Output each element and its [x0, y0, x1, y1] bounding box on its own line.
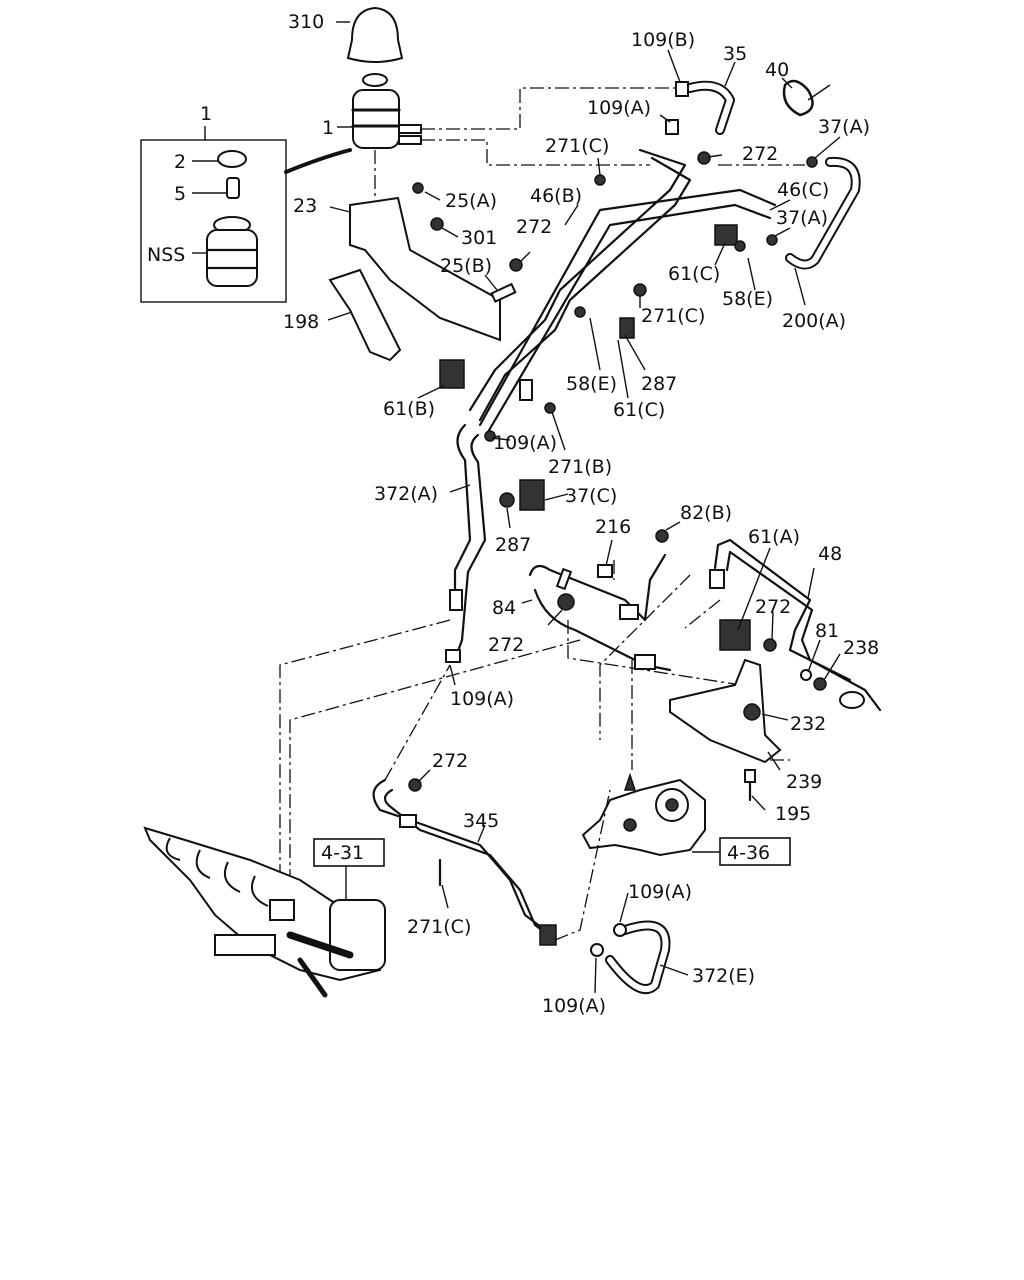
label-1-inset: 1: [200, 103, 212, 125]
label-61b: 61(B): [383, 398, 435, 420]
label-272-right: 272: [755, 596, 791, 618]
label-195: 195: [775, 803, 811, 825]
reservoir-bracket: [327, 182, 517, 362]
label-25a: 25(A): [445, 190, 497, 212]
ref-box-4-36: [719, 837, 791, 866]
label-271c-upper: 271(C): [545, 135, 609, 157]
lower-lines: [372, 664, 671, 994]
leader-lines: [417, 49, 841, 994]
label-61c-upper: 61(C): [668, 263, 720, 285]
label-272-low: 272: [432, 750, 468, 772]
label-216: 216: [595, 516, 631, 538]
reservoir-inset: [140, 126, 352, 303]
middle-lines: [528, 529, 882, 760]
label-40: 40: [765, 59, 789, 81]
label-37c: 37(C): [565, 485, 617, 507]
ref-box-4-31: [313, 838, 385, 867]
upper-lines: [421, 79, 861, 442]
label-nss: NSS: [147, 244, 185, 266]
reference-boxes: [313, 837, 791, 867]
label-272-left: 272: [488, 634, 524, 656]
label-84: 84: [492, 597, 516, 619]
label-109a-lower: 109(A): [450, 688, 514, 710]
steering-gear: [143, 826, 386, 998]
label-2: 2: [174, 151, 186, 173]
label-301: 301: [461, 227, 497, 249]
label-345: 345: [463, 810, 499, 832]
part-labels: 310 109(B) 35 40 1 1 109(A) 37(A) 2 271(…: [147, 11, 879, 1017]
label-109b: 109(B): [631, 29, 695, 51]
label-232: 232: [790, 713, 826, 735]
label-272-mid: 272: [516, 216, 552, 238]
label-37a-upper: 37(A): [818, 116, 870, 138]
label-4-36: 4-36: [727, 842, 770, 864]
label-198: 198: [283, 311, 319, 333]
label-46c: 46(C): [777, 179, 829, 201]
label-1-reservoir: 1: [322, 117, 334, 139]
label-271c-lower: 271(C): [407, 916, 471, 938]
label-58e-lower: 58(E): [566, 373, 617, 395]
label-109a-bottom: 109(A): [542, 995, 606, 1017]
label-310: 310: [288, 11, 324, 33]
label-81: 81: [815, 620, 839, 642]
label-109a-pump: 109(A): [628, 881, 692, 903]
label-82b: 82(B): [680, 502, 732, 524]
label-25b: 25(B): [440, 255, 492, 277]
label-200a: 200(A): [782, 310, 846, 332]
label-35: 35: [723, 43, 747, 65]
label-271b: 271(B): [548, 456, 612, 478]
label-4-31: 4-31: [321, 842, 364, 864]
label-109a-upper: 109(A): [587, 97, 651, 119]
pipe-372a: [279, 423, 581, 905]
label-48: 48: [818, 543, 842, 565]
label-61a: 61(A): [748, 526, 800, 548]
label-238: 238: [843, 637, 879, 659]
label-46b: 46(B): [530, 185, 582, 207]
label-37a-mid: 37(A): [776, 207, 828, 229]
reservoir-assembly: [336, 6, 422, 200]
label-109a-mid: 109(A): [493, 432, 557, 454]
label-372a: 372(A): [374, 483, 438, 505]
pump-bracket: [581, 658, 790, 857]
label-61c-lower: 61(C): [613, 399, 665, 421]
label-23: 23: [293, 195, 317, 217]
label-287-lower: 287: [495, 534, 531, 556]
label-287-upper: 287: [641, 373, 677, 395]
label-239: 239: [786, 771, 822, 793]
label-372e: 372(E): [692, 965, 755, 987]
label-58e-upper: 58(E): [722, 288, 773, 310]
label-271c-mid: 271(C): [641, 305, 705, 327]
label-5: 5: [174, 183, 186, 205]
label-272-upper: 272: [742, 143, 778, 165]
